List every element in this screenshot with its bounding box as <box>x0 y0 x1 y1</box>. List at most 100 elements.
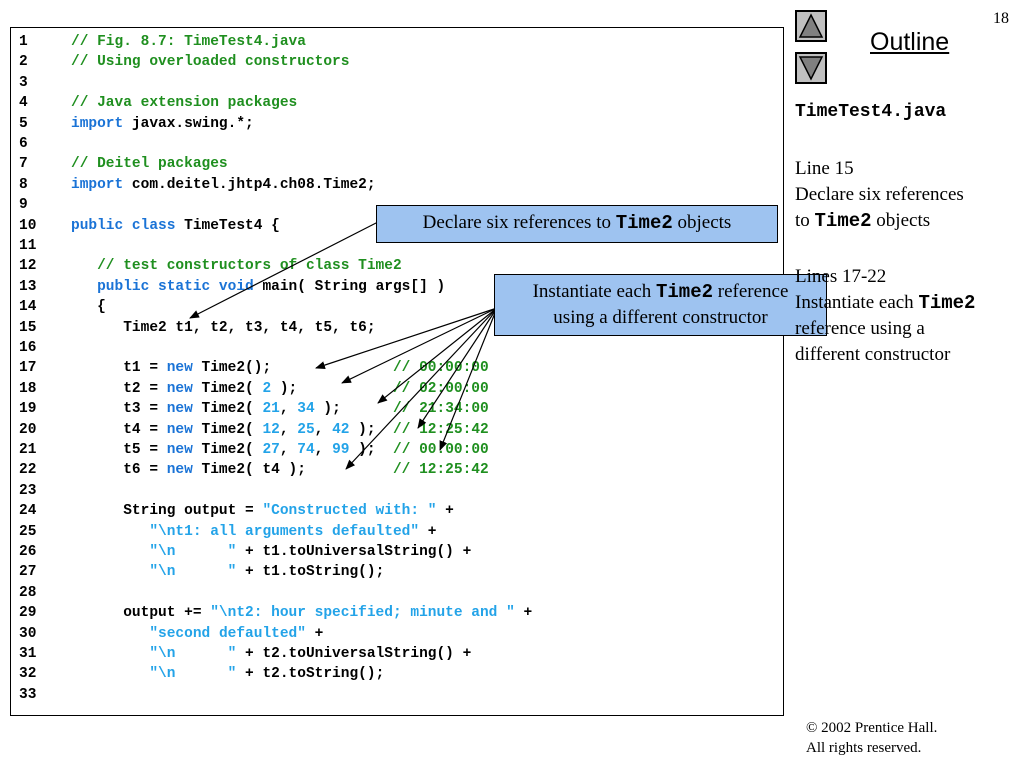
code-token: output += <box>71 605 211 622</box>
code-text: { <box>71 297 106 317</box>
code-token: ); <box>349 421 393 438</box>
code-line-9: 9 <box>11 195 785 215</box>
code-token: ); <box>271 380 393 397</box>
code-token: t3 = <box>71 401 167 418</box>
code-token: 34 <box>297 401 315 418</box>
code-token: import <box>71 176 124 193</box>
code-text: String output = "Constructed with: " + <box>71 501 454 521</box>
line-number: 30 <box>19 625 37 642</box>
code-token: + <box>436 503 454 520</box>
line-number: 4 <box>19 95 28 112</box>
code-token: Time2( t4 ); <box>192 462 393 479</box>
code-line-30: 30 "second defaulted" + <box>11 624 785 644</box>
code-line-18: 18 t2 = new Time2( 2 ); // 02:00:00 <box>11 379 785 399</box>
callout-declare-text-post: objects <box>672 212 732 233</box>
code-text: // Using overloaded constructors <box>71 52 349 72</box>
code-token: // 21:34:00 <box>393 401 489 418</box>
code-text: // test constructors of class Time2 <box>71 256 402 276</box>
code-token <box>71 564 149 580</box>
line-number: 15 <box>19 319 37 336</box>
code-token: Time2( <box>192 421 263 438</box>
code-token: // test constructors of class Time2 <box>97 258 402 275</box>
code-token: new <box>166 421 193 438</box>
line-number: 23 <box>19 482 37 499</box>
sidebar-line15-desc-b: to Time2 objects <box>795 208 1017 234</box>
line-number: 21 <box>19 442 37 458</box>
code-line-4: 4 // Java extension packages <box>11 93 785 113</box>
code-token: + <box>419 523 437 540</box>
code-text: Time2 t1, t2, t3, t4, t5, t6; <box>71 318 375 338</box>
code-token: 2 <box>262 380 272 397</box>
code-token: 21 <box>262 401 280 418</box>
code-token <box>71 258 97 274</box>
code-text: import javax.swing.*; <box>71 114 254 134</box>
code-token: String output = <box>71 503 263 520</box>
code-token: t5 = <box>71 442 167 458</box>
code-token: new <box>166 380 193 397</box>
code-token: "\n " <box>149 666 237 683</box>
code-token: 42 <box>332 421 350 438</box>
code-token: // Java extension packages <box>71 95 298 112</box>
sidebar-line15-desc-a: Declare six references <box>795 184 964 205</box>
line-number: 17 <box>19 360 37 377</box>
code-token: import <box>71 115 124 132</box>
line-number: 28 <box>19 584 37 601</box>
code-line-27: 27 "\n " + t1.toString(); <box>11 562 785 582</box>
code-line-2: 2// Using overloaded constructors <box>11 52 785 72</box>
sidebar-line15-heading: Line 15 <box>795 158 854 179</box>
code-token: + t1.toUniversalString() + <box>236 544 472 560</box>
callout-declare-code: Time2 <box>615 212 673 234</box>
sidebar-lines-desc-c: different constructor <box>795 344 951 365</box>
code-text: output += "\nt2: hour specified; minute … <box>71 603 532 623</box>
code-token: , <box>314 421 333 438</box>
code-text: t4 = new Time2( 12, 25, 42 ); // 12:25:4… <box>71 420 489 440</box>
code-token: 27 <box>262 442 280 458</box>
line-number: 18 <box>19 380 37 397</box>
code-token: , <box>279 442 298 458</box>
code-token: t4 = <box>71 421 167 438</box>
code-text: t1 = new Time2(); // 00:00:00 <box>71 358 488 378</box>
code-token: Time2(); <box>192 360 393 377</box>
code-token: // 12:25:42 <box>393 421 489 438</box>
callout-instantiate-references: Instantiate each Time2 reference using a… <box>494 274 827 336</box>
code-line-20: 20 t4 = new Time2( 12, 25, 42 ); // 12:2… <box>11 420 785 440</box>
code-token: new <box>166 462 193 479</box>
outline-title[interactable]: Outline <box>870 28 950 56</box>
code-token <box>71 666 149 682</box>
line-number: 7 <box>19 156 28 173</box>
sidebar-lines-desc-a-pre: Instantiate each <box>795 292 919 313</box>
code-token: t6 = <box>71 462 167 479</box>
code-token: // 02:00:00 <box>392 380 489 397</box>
code-token: com.deitel.jhtp4.ch08.Time2; <box>123 176 376 193</box>
code-text: t2 = new Time2( 2 ); // 02:00:00 <box>71 379 489 399</box>
code-text: // Fig. 8.7: TimeTest4.java <box>71 32 306 52</box>
sidebar-lines-desc-a-code: Time2 <box>918 292 976 314</box>
code-text: import com.deitel.jhtp4.ch08.Time2; <box>71 175 376 195</box>
sidebar-line15-desc-b-pre: to <box>795 210 815 231</box>
code-token: + t2.toUniversalString() + <box>236 646 472 662</box>
code-line-25: 25 "\nt1: all arguments defaulted" + <box>11 522 785 542</box>
sidebar-line15-note: Line 15 Declare six references to Time2 … <box>795 156 1017 234</box>
code-text: "\n " + t2.toString(); <box>71 664 384 684</box>
copyright-line1: © 2002 Prentice Hall. <box>806 720 938 736</box>
sidebar-line15-desc-b-post: objects <box>871 210 931 231</box>
code-text: "\n " + t1.toString(); <box>71 562 384 582</box>
code-line-23: 23 <box>11 481 785 501</box>
code-line-1: 1// Fig. 8.7: TimeTest4.java <box>11 32 785 52</box>
previous-slide-button[interactable] <box>795 10 827 42</box>
code-token <box>71 524 149 540</box>
code-token: 74 <box>297 442 315 458</box>
code-line-28: 28 <box>11 583 785 603</box>
next-slide-button[interactable] <box>795 52 827 84</box>
code-line-16: 16 <box>11 338 785 358</box>
code-token: // 00:00:00 <box>393 442 489 458</box>
sidebar-lines-heading: Lines 17-22 <box>795 266 887 287</box>
line-number: 20 <box>19 421 37 438</box>
callout-declare-references: Declare six references to Time2 objects <box>376 205 778 243</box>
code-token: Time2( <box>192 401 263 418</box>
code-token: + t1.toString(); <box>236 564 385 581</box>
code-text: t6 = new Time2( t4 ); // 12:25:42 <box>71 460 488 480</box>
